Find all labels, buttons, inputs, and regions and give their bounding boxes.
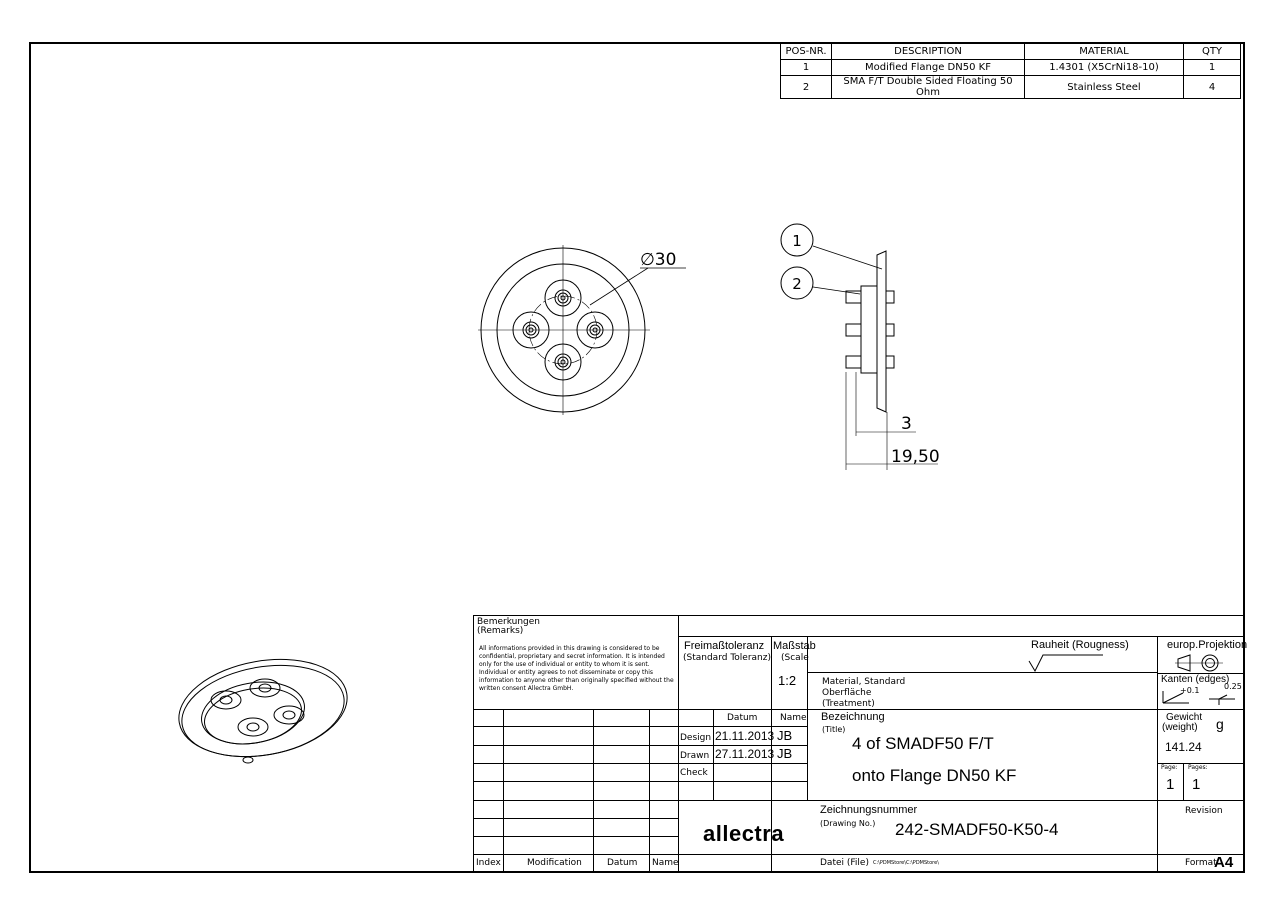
drawn-name: JB xyxy=(777,746,793,761)
weight-label-en: (weight) xyxy=(1162,722,1198,733)
bom-cell: SMA F/T Double Sided Floating 50 Ohm xyxy=(831,75,1025,99)
page-label: Page: xyxy=(1161,764,1178,771)
drawing-number: 242-SMADF50-K50-4 xyxy=(895,820,1059,839)
title-label-en: (Title) xyxy=(822,725,846,734)
tolerance-label-en: (Standard Toleranz) xyxy=(683,653,771,663)
bom-cell: 4 xyxy=(1183,75,1241,99)
index-label: Index xyxy=(476,858,501,868)
surface-label: Oberfläche xyxy=(822,688,872,698)
title-block: Bemerkungen (Remarks) All informations p… xyxy=(473,615,1248,873)
format-label: Format xyxy=(1185,858,1217,868)
name-header: Name xyxy=(780,713,807,723)
title-line-1: 4 of SMADF50 F/T xyxy=(852,734,994,753)
revision-name-label: Name xyxy=(652,858,679,868)
diameter-dimension: ∅30 xyxy=(640,250,676,270)
file-path: C:\PDMStore\C:\PDMStore\ xyxy=(873,860,939,866)
projection-label: europ.Projektion xyxy=(1167,639,1248,651)
modification-label: Modification xyxy=(527,858,582,868)
datum-header: Datum xyxy=(727,713,758,723)
material-label: Material, Standard xyxy=(822,677,906,687)
roughness-label: Rauheit (Rougness) xyxy=(1031,639,1129,651)
format-value: A4 xyxy=(1214,854,1234,871)
drawn-label: Drawn xyxy=(680,751,710,761)
logo-text: allectra xyxy=(703,821,785,846)
allectra-logo: allectra xyxy=(703,821,784,847)
bom-header-row: POS-NR. DESCRIPTION MATERIAL QTY xyxy=(780,43,1241,60)
bom-row: 2 SMA F/T Double Sided Floating 50 Ohm S… xyxy=(780,75,1241,99)
remarks-label-en: (Remarks) xyxy=(477,626,524,636)
tolerance-label: Freimaßtoleranz xyxy=(684,640,765,652)
balloon-1: 1 xyxy=(792,232,802,250)
bom-cell: Stainless Steel xyxy=(1024,75,1184,99)
page-value: 1 xyxy=(1166,776,1175,793)
treatment-label: (Treatment) xyxy=(822,699,875,709)
revision-datum-label: Datum xyxy=(607,858,638,868)
edge-tolerance-1: +0.1 xyxy=(1180,686,1200,695)
design-name: JB xyxy=(777,728,793,743)
front-view xyxy=(478,245,686,415)
drawing-sheet-border xyxy=(29,42,1245,873)
balloon-2: 2 xyxy=(792,275,802,293)
title-line-2: onto Flange DN50 KF xyxy=(852,766,1017,785)
bom-row: 1 Modified Flange DN50 KF 1.4301 (X5CrNi… xyxy=(780,59,1241,76)
remarks-label: Bemerkungen xyxy=(477,617,541,627)
side-view xyxy=(780,223,938,470)
drawing-no-label: Zeichnungsnummer xyxy=(820,804,918,816)
edge-symbol-icon xyxy=(1162,691,1235,705)
edge-tolerance-2: 0.25 xyxy=(1224,682,1242,691)
isometric-view xyxy=(178,658,348,764)
drawing-no-label-en: (Drawing No.) xyxy=(820,819,876,828)
roughness-symbol-icon xyxy=(1028,654,1103,673)
design-date: 21.11.2013 xyxy=(715,729,775,743)
confidential-notice: All informations provided in this drawin… xyxy=(479,645,674,692)
bom-cell: 2 xyxy=(780,75,832,99)
check-label: Check xyxy=(680,768,708,778)
title-label: Bezeichnung xyxy=(821,711,885,723)
length-dimension: 19,50 xyxy=(891,447,940,467)
bill-of-materials: POS-NR. DESCRIPTION MATERIAL QTY 1 Modif… xyxy=(780,43,1241,99)
weight-value: 141.24 xyxy=(1165,740,1202,754)
edges-label: Kanten (edges) xyxy=(1161,674,1230,685)
pages-label: Pages: xyxy=(1188,764,1208,771)
thickness-dimension: 3 xyxy=(901,414,912,434)
pages-value: 1 xyxy=(1192,776,1201,793)
file-label: Datei (File) xyxy=(820,858,869,868)
weight-label: Gewicht xyxy=(1166,712,1203,723)
weight-unit: g xyxy=(1216,716,1224,732)
drawn-date: 27.11.2013 xyxy=(715,747,775,761)
scale-value: 1:2 xyxy=(778,673,797,688)
projection-symbol-icon xyxy=(1175,654,1223,672)
scale-label-en: (Scale xyxy=(781,653,809,663)
design-label: Design xyxy=(680,733,712,743)
scale-label: Maßstab xyxy=(773,640,816,652)
revision-label: Revision xyxy=(1185,806,1223,816)
